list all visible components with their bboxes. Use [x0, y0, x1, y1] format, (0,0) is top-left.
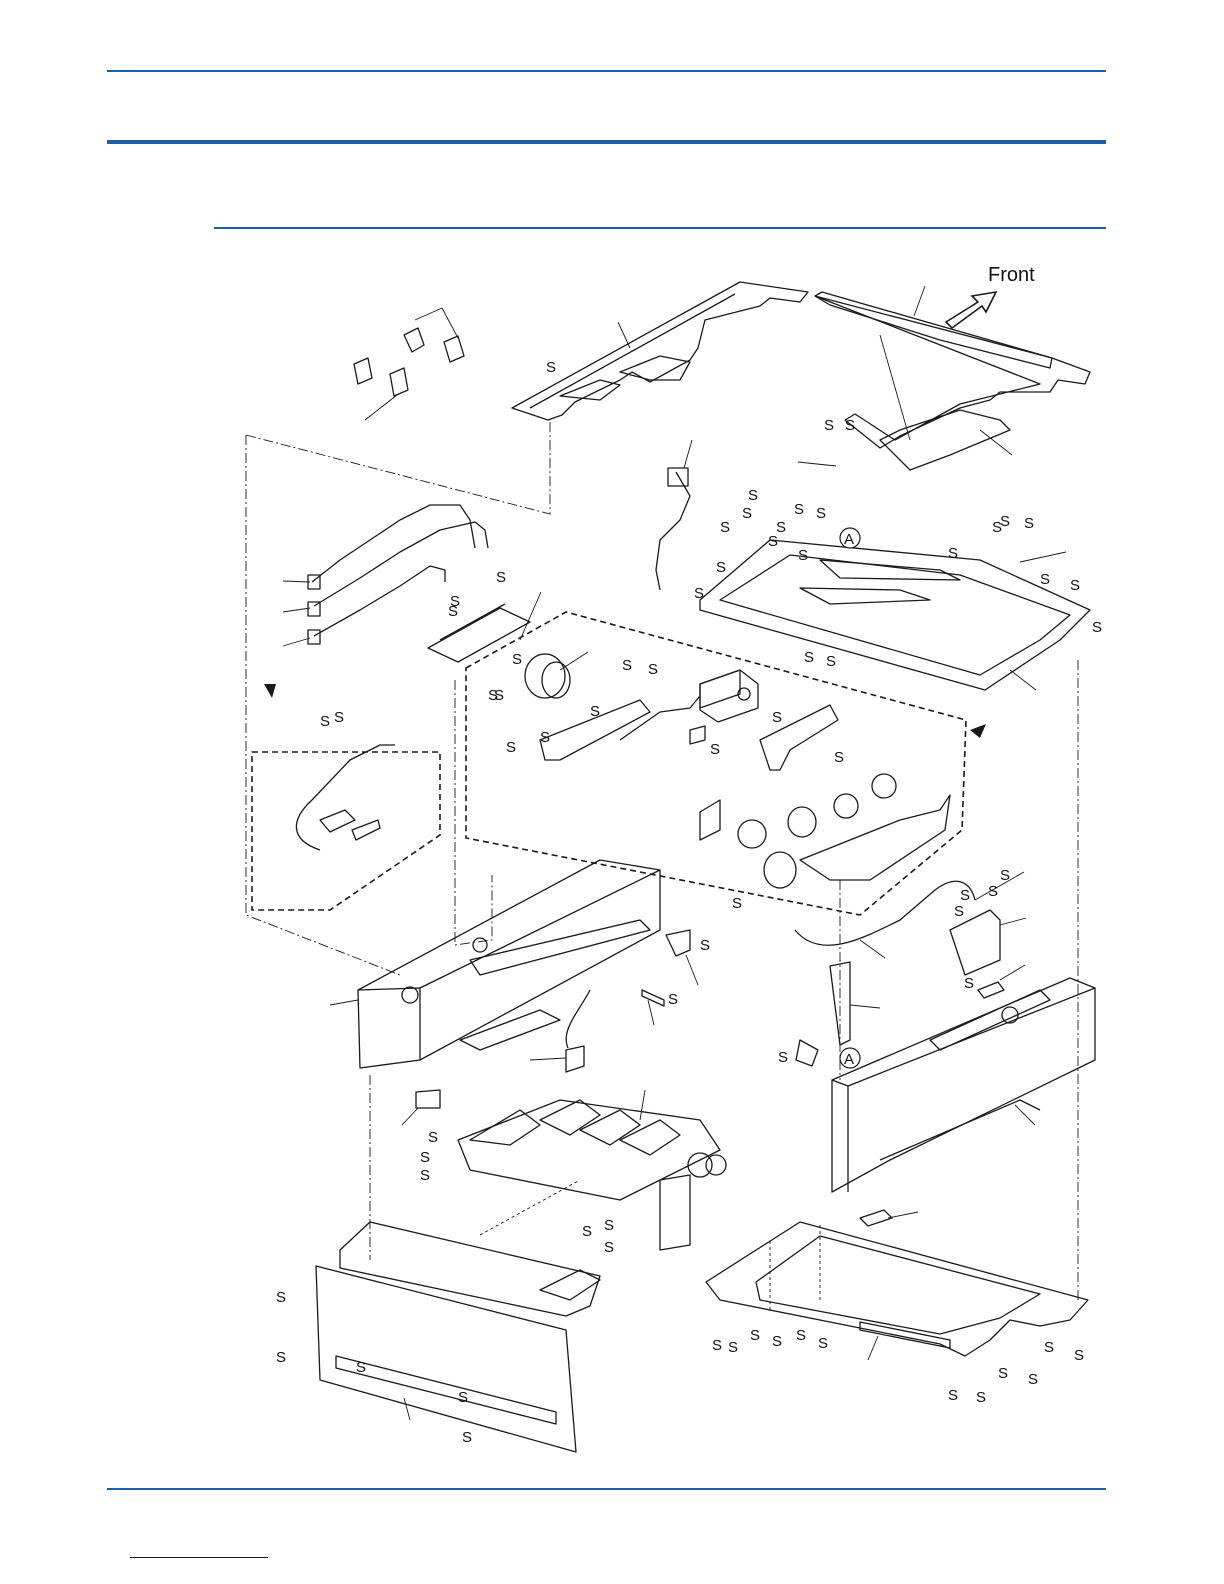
screw-callout: S: [778, 1049, 788, 1066]
screw-callout: S: [818, 1335, 828, 1352]
screw-callout: S: [794, 501, 804, 518]
front-label: Front: [988, 264, 1035, 286]
reference-label: A: [844, 1051, 854, 1068]
screw-callout: S: [845, 417, 855, 434]
screw-callout: S: [604, 1239, 614, 1256]
screw-callout: S: [494, 687, 504, 704]
screw-callout: S: [716, 559, 726, 576]
screw-callout: S: [964, 975, 974, 992]
front-cover: [316, 1222, 600, 1452]
screw-callout: S: [668, 991, 678, 1008]
screw-callout: S: [1070, 577, 1080, 594]
screw-callout: S: [694, 585, 704, 602]
left-side-frame: [358, 860, 660, 1068]
cable-top-center: [656, 472, 690, 590]
screw-callout: S: [712, 1337, 722, 1354]
screw-callout: S: [1000, 867, 1010, 884]
screw-callout: S: [1024, 515, 1034, 532]
screw-callout: S: [334, 709, 344, 726]
screw-callout: S: [648, 661, 658, 678]
left-frame-brackets: [416, 930, 690, 1108]
screw-callout: S: [948, 1387, 958, 1404]
screw-callout: S: [750, 1327, 760, 1344]
screw-callout: S: [450, 593, 460, 610]
screw-callout: S: [700, 937, 710, 954]
screw-callout: S: [1092, 619, 1102, 636]
screw-callout: S: [998, 1365, 1008, 1382]
screw-callout: S: [772, 1333, 782, 1350]
connector-top-center: [668, 468, 688, 486]
screw-callout: S: [420, 1149, 430, 1166]
pointer-triangle-icon: [264, 684, 276, 698]
screw-callout: S: [816, 505, 826, 522]
screw-callout: S: [710, 741, 720, 758]
screw-callout: S: [732, 895, 742, 912]
screw-callout: S: [276, 1289, 286, 1306]
screw-callout: S: [604, 1217, 614, 1234]
screw-callout: S: [276, 1349, 286, 1366]
screw-callout: S: [320, 713, 330, 730]
screw-callout: S: [506, 739, 516, 756]
screw-callout: S: [582, 1223, 592, 1240]
screw-callout: S: [826, 653, 836, 670]
screw-callout: S: [458, 1389, 468, 1406]
screw-callout: S: [1028, 1371, 1038, 1388]
reference-marker: A: [840, 1048, 860, 1068]
middle-base-frame: [700, 540, 1090, 690]
screw-callout: S: [804, 649, 814, 666]
sensor-subassembly-boundary: [252, 752, 440, 910]
bottom-base-plate: [706, 1222, 1088, 1356]
screw-callout: S: [954, 903, 964, 920]
screw-callout: S: [748, 487, 758, 504]
clips-top-left: [354, 328, 464, 396]
pad-right: [860, 1210, 892, 1226]
screw-callout: S: [356, 1359, 366, 1376]
screw-callout: S: [720, 519, 730, 536]
screw-callout: S: [546, 359, 556, 376]
sensor-components: [296, 745, 395, 850]
direction-arrow-icon: [946, 292, 996, 328]
screw-callout: S: [540, 729, 550, 746]
screw-callout: S: [976, 1389, 986, 1406]
screw-callout: S: [796, 1327, 806, 1344]
screw-callout: S: [772, 709, 782, 726]
cable-harness-left: [308, 505, 488, 644]
screw-callout: S: [512, 651, 522, 668]
screw-callout: S: [1074, 1347, 1084, 1364]
screw-callout: S: [948, 545, 958, 562]
screw-callout: S: [1040, 571, 1050, 588]
screw-callout: S: [622, 657, 632, 674]
screw-callout: S: [798, 547, 808, 564]
screw-callout: S: [420, 1167, 430, 1184]
screw-callout: S: [428, 1129, 438, 1146]
screw-callout: S: [496, 569, 506, 586]
screw-callout: S: [834, 749, 844, 766]
pointer-triangle-icon: [970, 724, 986, 738]
right-side-frame: [832, 978, 1095, 1192]
screw-callout: S: [1044, 1339, 1054, 1356]
screw-callout: S: [824, 417, 834, 434]
screw-callout: S: [988, 883, 998, 900]
screw-callout: S: [960, 887, 970, 904]
screw-callout: S: [728, 1339, 738, 1356]
reference-marker: A: [840, 528, 860, 548]
screw-callout: S: [742, 505, 752, 522]
screw-callout: S: [462, 1429, 472, 1446]
drive-subassembly-boundary: [466, 612, 966, 915]
top-left-rail: [512, 282, 808, 420]
screw-callout: S: [776, 519, 786, 536]
drive-components: [525, 654, 950, 888]
screw-callout: S: [590, 703, 600, 720]
reference-label: A: [844, 531, 854, 548]
screw-callout: S: [1000, 513, 1010, 530]
